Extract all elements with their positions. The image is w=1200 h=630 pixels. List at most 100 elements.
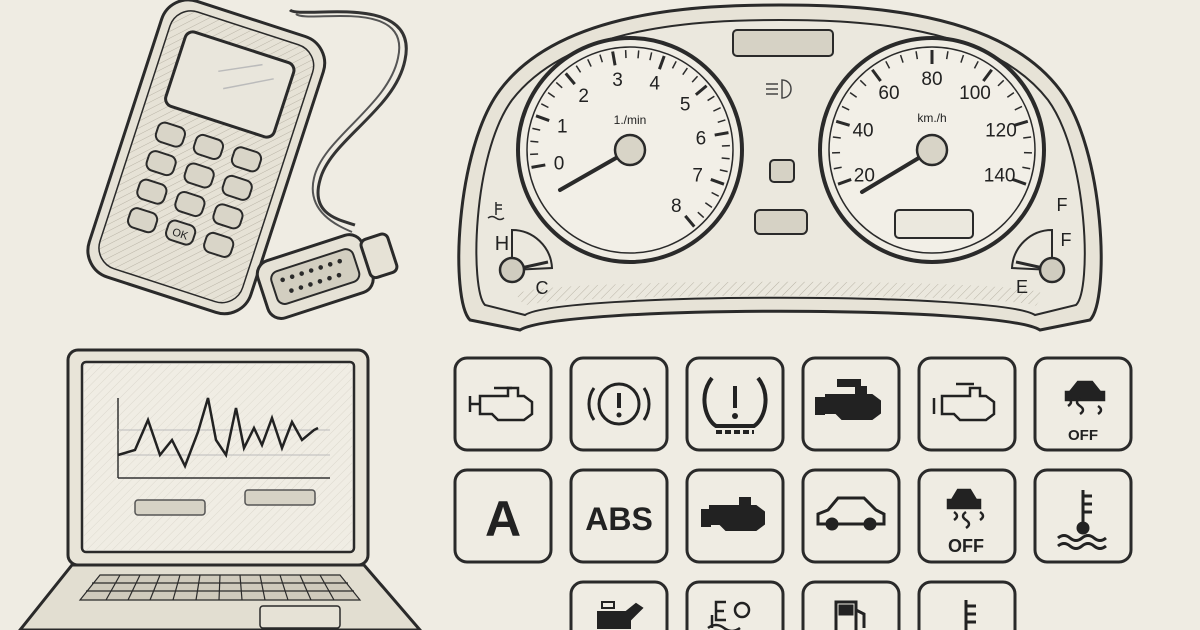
speedometer-minor-tick	[915, 51, 919, 60]
tile-temperature	[917, 580, 1017, 630]
center-display	[754, 209, 808, 235]
tile-auto-stop: A	[453, 468, 553, 564]
speedometer-minor-tick	[997, 79, 1005, 87]
tachometer-minor-tick	[721, 157, 730, 160]
tachometer-hub	[613, 133, 647, 167]
tile-eco-mode	[685, 580, 785, 630]
headlight-indicator-icon	[766, 79, 792, 99]
tachometer-major-tick	[611, 51, 617, 66]
fuel-pump-icon	[834, 600, 866, 630]
speedometer-tick-label: 100	[959, 83, 991, 104]
traction-control-off-icon	[1064, 380, 1106, 416]
tachometer-unit: 1./min	[614, 113, 647, 127]
tachometer-major-tick	[714, 131, 729, 137]
scanner-keypad[interactable]: OK	[126, 121, 263, 259]
speedometer-minor-tick	[945, 51, 949, 60]
engine-solid-icon	[815, 379, 881, 420]
tachometer-minor-tick	[599, 54, 604, 63]
screen-field-right	[244, 489, 316, 506]
tachometer-tick-label: 5	[680, 95, 691, 116]
tire-pressure-icon	[702, 376, 768, 434]
speedometer-minor-tick	[859, 79, 867, 87]
speedometer-minor-tick	[832, 136, 841, 139]
odometer-display	[894, 209, 974, 239]
speedometer-hub	[915, 133, 949, 167]
tile-traction-control-off: OFF	[1033, 356, 1133, 452]
tachometer-tick-label: 4	[649, 73, 660, 94]
obd-connector-plug	[255, 232, 399, 320]
tachometer-tick-label: 8	[671, 196, 682, 217]
tachometer-major-tick	[684, 214, 696, 228]
diagnostic-waveform	[117, 397, 330, 479]
speedometer-major-tick	[871, 68, 882, 82]
tile-oil-can	[569, 580, 669, 630]
obd-scanner: OK	[86, 0, 408, 320]
tachometer-tick-label: 7	[692, 166, 703, 187]
fuel-gauge: F F E	[1010, 195, 1072, 297]
speedometer-tick-label: 120	[985, 120, 1017, 141]
tile-engine-dark	[685, 468, 785, 564]
tachometer-minor-tick	[649, 52, 653, 61]
temperature-icon	[964, 600, 976, 630]
speedometer-tick-label: 60	[878, 83, 899, 104]
laptop-trackpad[interactable]	[259, 605, 341, 629]
coolant-temp-icon	[1057, 490, 1107, 550]
speedometer-minor-tick	[1023, 136, 1032, 139]
tachometer-minor-tick	[719, 169, 728, 173]
tile-car	[801, 468, 901, 564]
speedometer-minor-tick	[1006, 92, 1015, 98]
tachometer-minor-tick	[713, 107, 721, 112]
speedometer-tick-label: 40	[852, 120, 873, 141]
abs-text: ABS	[585, 501, 653, 537]
stability-off-text: OFF	[948, 536, 984, 556]
speedometer-unit: km./h	[917, 111, 946, 125]
tachometer-minor-tick	[697, 211, 705, 219]
scanner-screen	[164, 30, 296, 139]
speedometer-minor-tick	[841, 105, 850, 111]
speedometer-tick-label: 80	[921, 69, 942, 90]
eco-mode-icon	[707, 600, 751, 630]
tile-stability-off: OFF	[917, 468, 1017, 564]
tachometer-major-tick	[710, 178, 725, 186]
check-engine-icon	[468, 386, 534, 422]
tile-fuel-pump	[801, 580, 901, 630]
speedometer-major-tick	[837, 178, 852, 186]
tachometer-major-tick	[535, 114, 550, 122]
tachometer-major-tick	[531, 163, 546, 169]
tile-brake-warning	[569, 356, 669, 452]
tachometer-minor-tick	[575, 65, 582, 73]
tachometer-minor-tick	[704, 202, 713, 208]
engine-dark-icon	[701, 497, 765, 531]
temperature-gauge: H C	[487, 202, 554, 298]
tachometer-tick-label: 6	[696, 128, 707, 149]
scanner-ok-button[interactable]	[164, 219, 197, 247]
stability-off-icon	[946, 488, 985, 530]
traction-off-text: OFF	[1068, 427, 1098, 444]
speedometer-tick-label: 20	[854, 166, 875, 187]
top-info-display	[732, 29, 834, 57]
tachometer-major-tick	[694, 84, 708, 96]
screen-field-left	[134, 499, 206, 516]
tachometer-minor-tick	[707, 95, 715, 102]
scanner-ok-label: OK	[171, 226, 190, 243]
tachometer-major-tick	[658, 55, 666, 70]
tachometer-minor-tick	[717, 119, 726, 124]
speedometer-minor-tick	[960, 54, 965, 63]
speedometer-major-tick	[982, 68, 993, 82]
tile-abs: ABS	[569, 468, 669, 564]
tile-check-engine	[453, 356, 553, 452]
laptop-keyboard[interactable]	[78, 574, 362, 601]
speedometer-minor-tick	[849, 92, 858, 98]
center-indicator	[769, 159, 795, 183]
tachometer-minor-tick	[555, 81, 563, 89]
speedometer-minor-tick	[885, 60, 891, 69]
speedometer-minor-tick	[1014, 105, 1023, 111]
tachometer-minor-tick	[691, 75, 699, 83]
tachometer-minor-tick	[711, 191, 720, 197]
speedometer-minor-tick	[899, 54, 904, 63]
